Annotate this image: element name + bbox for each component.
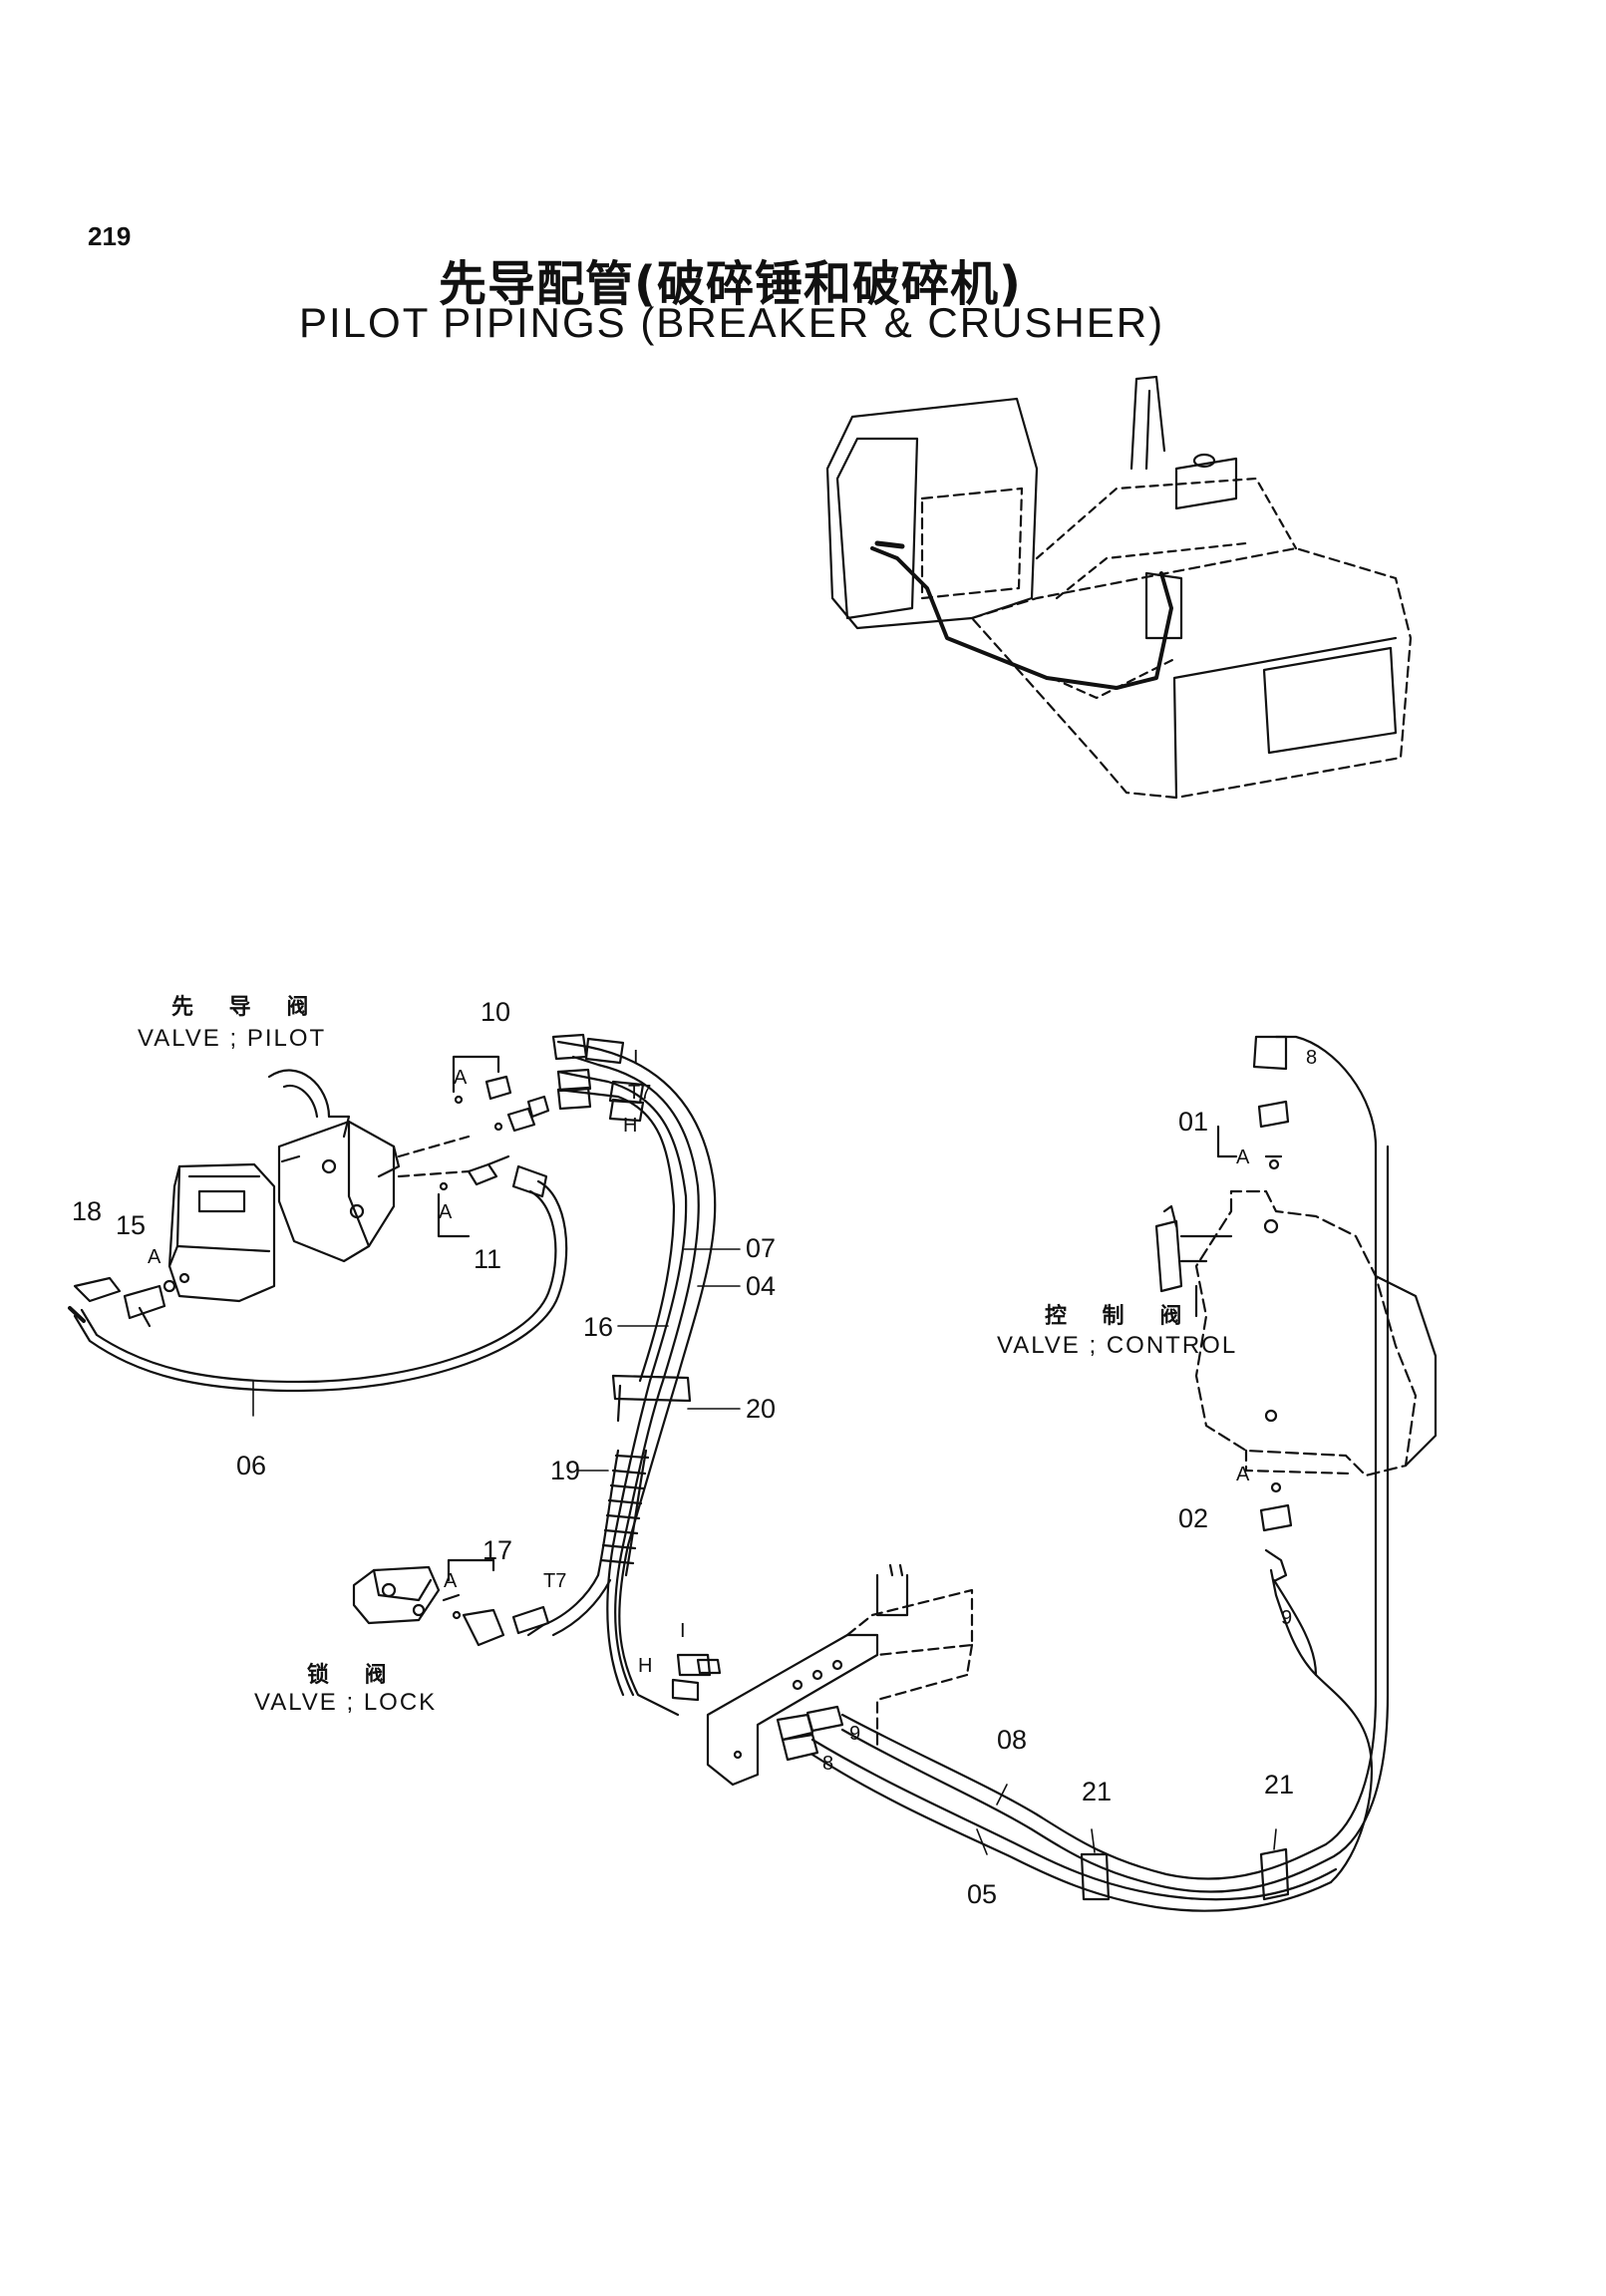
title-chinese: 先导配管(破碎锤和破碎机): [439, 256, 1022, 312]
callout-18: 18: [72, 1196, 103, 1226]
plate-fittings: [671, 1653, 844, 1762]
control-valve-label-en: VALVE ; CONTROL: [997, 1332, 1238, 1359]
port-t7-lock: T7: [543, 1570, 567, 1592]
fittings-10-11: [437, 1055, 550, 1238]
lock-valve-label-en: VALVE ; LOCK: [254, 1689, 438, 1716]
callout-20: 20: [746, 1394, 777, 1424]
callout-08: 08: [997, 1725, 1028, 1755]
callout-9-right: 9: [1281, 1607, 1293, 1629]
protector-19: [526, 1449, 650, 1637]
bracket-plate: [706, 1563, 974, 1787]
pilot-valve-label-cn: 先 导 阀: [171, 995, 323, 1020]
callout-06: 06: [236, 1451, 267, 1480]
lock-valve-drawing: [352, 1558, 550, 1647]
callout-01: 01: [1178, 1107, 1209, 1137]
callout-16: 16: [583, 1312, 614, 1342]
callout-21a: 21: [1082, 1777, 1113, 1806]
callout-02: 02: [1178, 1503, 1209, 1533]
excavator-overview: [825, 375, 1413, 800]
port-a-11: A: [439, 1201, 453, 1223]
callout-11: 11: [474, 1244, 502, 1274]
callout-19: 19: [550, 1456, 581, 1485]
callout-8-plate: 8: [822, 1753, 834, 1775]
port-a-10: A: [454, 1067, 468, 1089]
port-a-17: A: [444, 1570, 458, 1592]
port-i-top: I: [633, 1047, 639, 1069]
callout-04: 04: [746, 1271, 777, 1301]
port-h-plate: H: [638, 1655, 653, 1677]
port-a-01: A: [1236, 1147, 1250, 1168]
callout-05: 05: [967, 1879, 998, 1909]
port-i-plate: I: [680, 1620, 686, 1642]
clamp-20: [611, 1374, 692, 1423]
lock-valve-label-cn: 锁 阀: [307, 1663, 401, 1688]
hoses-08-05: [810, 1035, 1390, 1912]
callout-10: 10: [481, 997, 511, 1027]
hose-bundle-07-04-16: [551, 1033, 717, 1717]
callout-9-plate: 9: [849, 1723, 861, 1745]
callout-17: 17: [482, 1535, 513, 1565]
control-valve-fittings: [1216, 1100, 1318, 1677]
port-t7-top: T7: [628, 1082, 652, 1104]
control-valve-label-cn: 控 制 阀: [1045, 1304, 1196, 1329]
pilot-valve-label-en: VALVE ; PILOT: [138, 1025, 327, 1052]
port-a-15: A: [148, 1246, 161, 1268]
port-h-top: H: [623, 1115, 638, 1137]
title-english: PILOT PIPINGS (BREAKER & CRUSHER): [299, 299, 1165, 346]
port-a-02: A: [1236, 1464, 1250, 1485]
callout-8-top: 8: [1306, 1047, 1318, 1069]
manifold-block-drawing: [73, 1162, 276, 1328]
callout-21b: 21: [1264, 1770, 1295, 1800]
callout-07: 07: [746, 1233, 777, 1263]
page-number: 219: [88, 221, 132, 251]
leader-lines: [252, 1248, 1277, 1855]
pilot-valve-drawing: [267, 1069, 471, 1263]
callout-15: 15: [116, 1210, 147, 1240]
hose-06: [68, 1164, 568, 1393]
control-valve-drawing: [1154, 1189, 1438, 1477]
